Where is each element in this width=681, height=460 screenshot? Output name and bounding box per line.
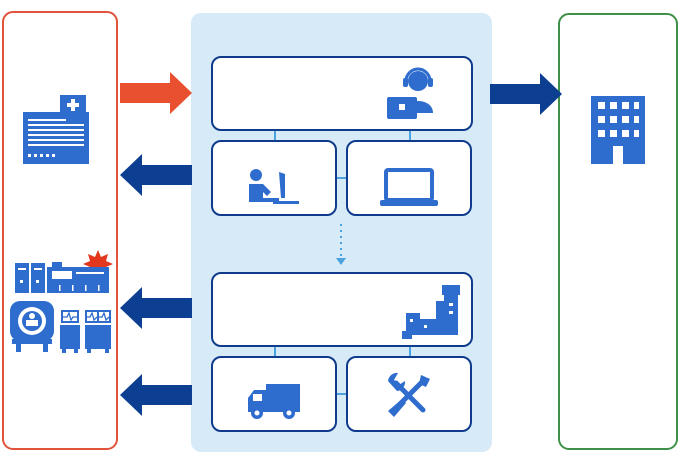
call-center-box: [211, 56, 473, 131]
wrench-screwdriver-icon: [388, 372, 430, 417]
arrow-to-center-orange: [120, 72, 192, 114]
headset-operator-icon: [387, 67, 433, 119]
partner-panel: [558, 13, 678, 450]
office-building-icon: [591, 96, 645, 164]
lab-analyzer-equipment-icon: [15, 250, 113, 293]
arrow-to-customer-2: [120, 287, 192, 329]
factory-icon: [402, 285, 460, 339]
arrow-to-customer-1: [120, 154, 192, 196]
arrow-to-customer-3: [120, 374, 192, 416]
customer-panel: [2, 11, 118, 450]
arrow-to-partner: [490, 73, 562, 115]
ct-scanner-icon: [10, 301, 54, 352]
hospital-building-icon: [23, 95, 89, 164]
engineer-at-desk-icon: [249, 169, 299, 204]
laptop-icon: [380, 168, 438, 206]
patient-monitor-icon: [60, 310, 111, 353]
delivery-truck-icon: [248, 384, 300, 419]
